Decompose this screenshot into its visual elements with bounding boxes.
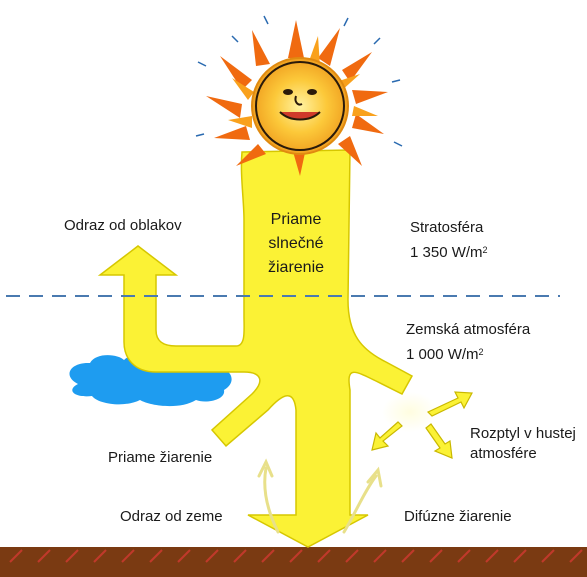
scattering-line-2: atmosfére xyxy=(470,444,576,464)
diffuse-label: Difúzne žiarenie xyxy=(404,507,512,527)
direct-radiation-line-2: slnečné xyxy=(250,232,342,256)
atmosphere-label: Zemská atmosféra 1 000 W/m2 xyxy=(406,320,530,365)
direct-surface-label: Priame žiarenie xyxy=(108,448,212,468)
direct-radiation-line-3: žiarenie xyxy=(250,256,342,280)
sun xyxy=(196,16,402,176)
atmosphere-name: Zemská atmosféra xyxy=(406,320,530,340)
stratosphere-label: Stratosféra 1 350 W/m2 xyxy=(410,218,488,263)
direct-radiation-line-1: Priame xyxy=(250,208,342,232)
stratosphere-value: 1 350 W/m2 xyxy=(410,243,488,263)
cloud-reflection-label: Odraz od oblakov xyxy=(64,216,182,236)
stratosphere-name: Stratosféra xyxy=(410,218,488,238)
scattering-label: Rozptyl v hustej atmosfére xyxy=(470,424,576,464)
direct-radiation-label: Priame slnečné žiarenie xyxy=(250,208,342,280)
ground-reflection-label: Odraz od zeme xyxy=(120,507,223,527)
ground xyxy=(0,547,587,577)
scattering-line-1: Rozptyl v hustej xyxy=(470,424,576,444)
atmosphere-value: 1 000 W/m2 xyxy=(406,345,530,365)
